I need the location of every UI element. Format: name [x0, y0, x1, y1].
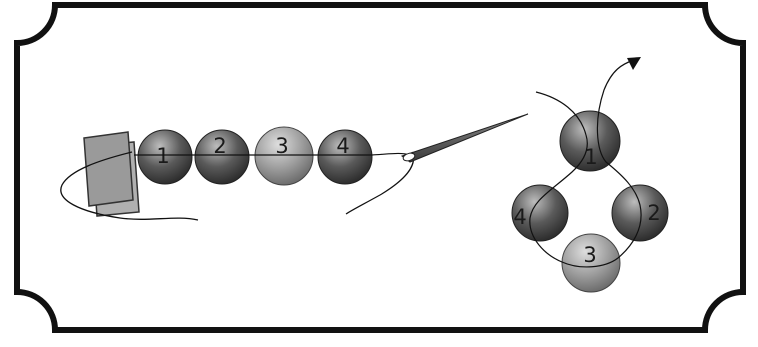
- strand-bead-1: 1: [138, 130, 192, 184]
- ring-bead-2: 2: [612, 185, 668, 241]
- ring-bead-4: 4: [512, 185, 568, 241]
- strand-bead-4: 4: [318, 130, 372, 184]
- ring-bead-3-label: 3: [583, 243, 596, 267]
- ring-bead-1: 1: [560, 111, 620, 171]
- ring-bead-4-label: 4: [513, 205, 526, 229]
- ring-bead-2-label: 2: [647, 201, 660, 225]
- stopper-paper: [84, 132, 139, 216]
- ring-bead-3: 3: [562, 234, 620, 292]
- strand-bead-2: 2: [195, 130, 249, 184]
- strand-bead-3: 3: [255, 127, 313, 185]
- strand-bead-1-label: 1: [156, 144, 169, 168]
